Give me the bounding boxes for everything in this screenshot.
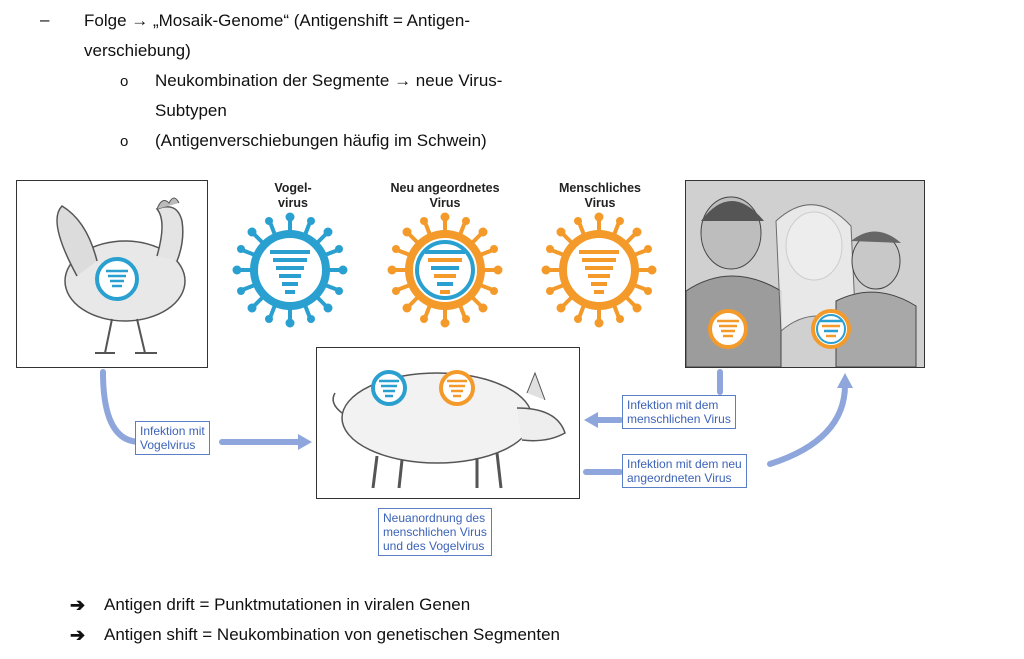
pig-illustration	[332, 370, 566, 489]
line-neukombination: Neukombination der Segmente → neue Virus…	[155, 71, 503, 90]
arrow-bullet-drift-icon: ➔	[70, 595, 86, 615]
reassorted-virus-in-family-icon	[811, 309, 851, 349]
avian-infection-line2: Vogelvirus	[140, 438, 196, 452]
family-illustration	[685, 181, 924, 368]
reassorted-virus-label-line2: Virus	[429, 196, 461, 210]
antigen-drift-line: Antigen drift = Punktmutationen in viral…	[104, 595, 471, 614]
avian-infection-box: Infektion mit Vogelvirus	[135, 421, 210, 455]
avian-flow-arrowhead	[298, 434, 312, 450]
reassortment-line3: und des Vogelvirus	[383, 539, 485, 553]
reassorted-flow-arrowhead	[837, 373, 853, 388]
avian-virus-in-pig-icon	[371, 370, 407, 406]
reassortment-line2: menschlichen Virus	[383, 525, 487, 539]
reassorted-infection-box: Infektion mit dem neu angeordneten Virus	[622, 454, 747, 488]
reassorted-infection-line2: angeordneten Virus	[627, 471, 732, 485]
reassorted-flow-arrow-curve	[767, 382, 848, 467]
line-folge: Folge → „Mosaik-Genome“ (Antigenshift = …	[84, 11, 470, 30]
human-infection-line1: Infektion mit dem	[627, 398, 719, 412]
avian-virus-label-line2: virus	[278, 196, 308, 210]
pig-panel	[316, 347, 580, 499]
reassorted-virus-label: Neu angeordnetes Virus	[370, 181, 520, 211]
reassortment-box: Neuanordnung des menschlichen Virus und …	[378, 508, 492, 556]
human-virus-in-pig-icon	[439, 370, 475, 406]
avian-virus-label: Vogel- virus	[248, 181, 338, 211]
avian-virus-label-line1: Vogel-	[274, 181, 312, 195]
human-infection-box: Infektion mit dem menschlichen Virus	[622, 395, 736, 429]
chicken-illustration	[56, 197, 186, 354]
sub-bullet-1: o	[120, 73, 129, 90]
avian-infection-line1: Infektion mit	[140, 424, 205, 438]
human-virus-in-family-icon	[708, 309, 748, 349]
dash-bullet: –	[40, 10, 50, 29]
antigen-shift-line: Antigen shift = Neukombination von genet…	[104, 625, 560, 644]
line-folge-cont: verschiebung)	[84, 41, 191, 60]
avian-flow-arrow-curve	[100, 369, 143, 445]
human-flow-arrowhead	[584, 412, 598, 428]
human-virus-label-line2: Virus	[584, 196, 616, 210]
sub-bullet-2: o	[120, 133, 129, 150]
human-virus-label: Menschliches Virus	[540, 181, 660, 211]
human-infection-line2: menschlichen Virus	[627, 412, 731, 426]
family-panel	[685, 180, 925, 368]
human-virus-icon	[541, 212, 657, 328]
human-virus-label-line1: Menschliches	[559, 181, 641, 195]
arrow-bullet-shift-icon: ➔	[70, 625, 86, 645]
avian-virus-in-chicken-icon	[95, 257, 139, 301]
reassorted-virus-icon	[387, 212, 503, 328]
line-neukombination-cont: Subtypen	[155, 101, 227, 120]
avian-virus-icon	[232, 212, 348, 328]
reassortment-line1: Neuanordnung des	[383, 511, 486, 525]
chicken-panel	[16, 180, 208, 368]
line-schwein: (Antigenverschiebungen häufig im Schwein…	[155, 131, 487, 150]
reassorted-infection-line1: Infektion mit dem neu	[627, 457, 742, 471]
reassorted-virus-label-line1: Neu angeordnetes	[390, 181, 500, 195]
